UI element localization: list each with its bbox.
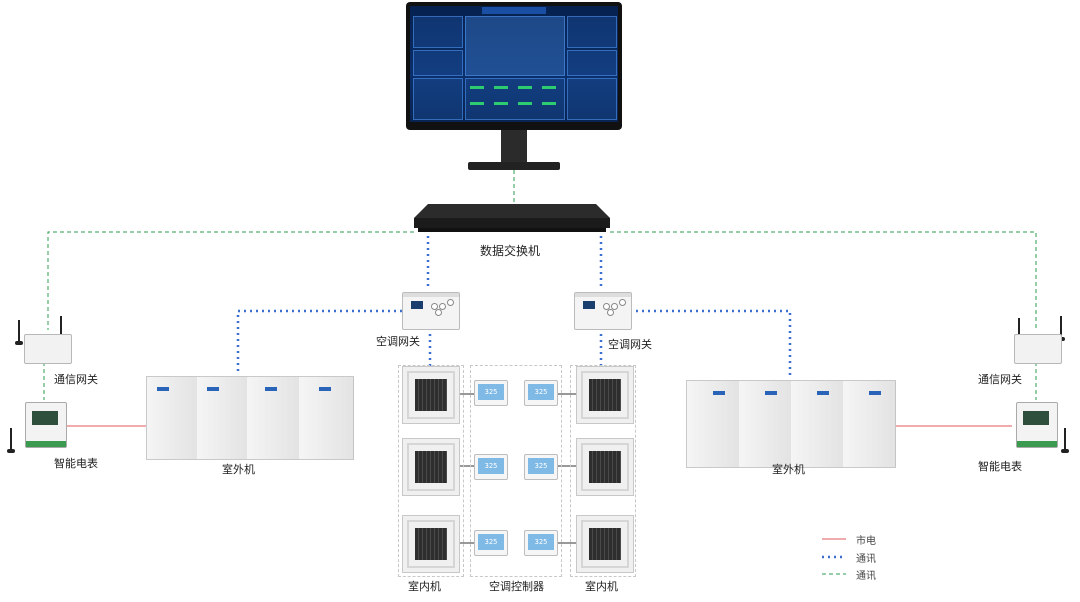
legend-comm-blue-label: 通讯 <box>856 554 876 565</box>
screen-title-bar <box>482 7 546 14</box>
comm-gateway-left <box>24 334 72 364</box>
blue-link-gw-outdoor-left <box>236 309 402 374</box>
green-link-left <box>47 231 414 330</box>
ac-controller: 325 <box>474 380 508 406</box>
screen-status-bar <box>518 86 532 89</box>
antenna-icon <box>7 428 15 453</box>
indoor-unit <box>576 366 634 424</box>
screen-panel <box>567 78 617 120</box>
screen-status-bar <box>470 102 484 105</box>
screen-panel <box>413 16 463 48</box>
ac-gateway-left <box>402 292 460 330</box>
ac-gateway-left-label: 空调网关 <box>376 335 420 348</box>
smart-meter-right-label: 智能电表 <box>978 460 1022 473</box>
indoor-unit <box>402 438 460 496</box>
legend-power-label: 市电 <box>856 536 876 547</box>
outdoor-unit-right <box>686 380 896 468</box>
screen-status-bar <box>494 102 508 105</box>
indoor-right-group <box>570 365 636 577</box>
switch-label: 数据交换机 <box>480 244 541 258</box>
smart-meter-right <box>1016 402 1058 448</box>
smart-meter-left <box>25 402 67 448</box>
screen-panel <box>567 16 617 48</box>
indoor-unit <box>576 515 634 573</box>
green-link-right <box>610 231 1037 330</box>
screen-status-bar <box>542 102 556 105</box>
controller-group <box>470 365 562 577</box>
indoor-right-label: 室内机 <box>585 580 618 593</box>
comm-gateway-right-label: 通信网关 <box>978 373 1022 386</box>
data-switch <box>414 204 610 232</box>
indoor-unit <box>402 515 460 573</box>
ac-gateway-right-label: 空调网关 <box>608 338 652 351</box>
outdoor-right-label: 室外机 <box>772 463 805 476</box>
monitor-stand-base <box>468 162 560 170</box>
ac-controller: 325 <box>524 380 558 406</box>
ac-controller: 325 <box>474 530 508 556</box>
ac-controller: 325 <box>474 454 508 480</box>
screen-status-bar <box>470 86 484 89</box>
outdoor-unit-left <box>146 376 354 460</box>
indoor-left-label: 室内机 <box>408 580 441 593</box>
outdoor-left-label: 室外机 <box>222 463 255 476</box>
monitor-screen <box>410 6 618 122</box>
antenna-icon <box>1061 428 1069 453</box>
comm-gateway-left-label: 通信网关 <box>54 373 98 386</box>
monitor-stand-neck <box>501 130 527 164</box>
ac-controller: 325 <box>524 530 558 556</box>
indoor-unit <box>402 366 460 424</box>
screen-map-panel <box>465 16 565 76</box>
screen-panel <box>413 78 463 120</box>
ac-gateway-right <box>574 292 632 330</box>
antenna-icon <box>15 320 23 345</box>
screen-status-bar <box>542 86 556 89</box>
screen-panel <box>567 50 617 76</box>
indoor-unit <box>576 438 634 496</box>
legend-comm-green-label: 通讯 <box>856 571 876 582</box>
blue-link-gw-outdoor-right <box>630 309 792 378</box>
ac-controller: 325 <box>524 454 558 480</box>
screen-status-bar <box>494 86 508 89</box>
indoor-left-group <box>398 365 464 577</box>
screen-status-bar <box>518 102 532 105</box>
screen-panel <box>413 50 463 76</box>
smart-meter-left-label: 智能电表 <box>54 457 98 470</box>
screen-panel <box>465 78 565 120</box>
comm-gateway-right <box>1014 334 1062 364</box>
controller-label: 空调控制器 <box>489 580 544 593</box>
